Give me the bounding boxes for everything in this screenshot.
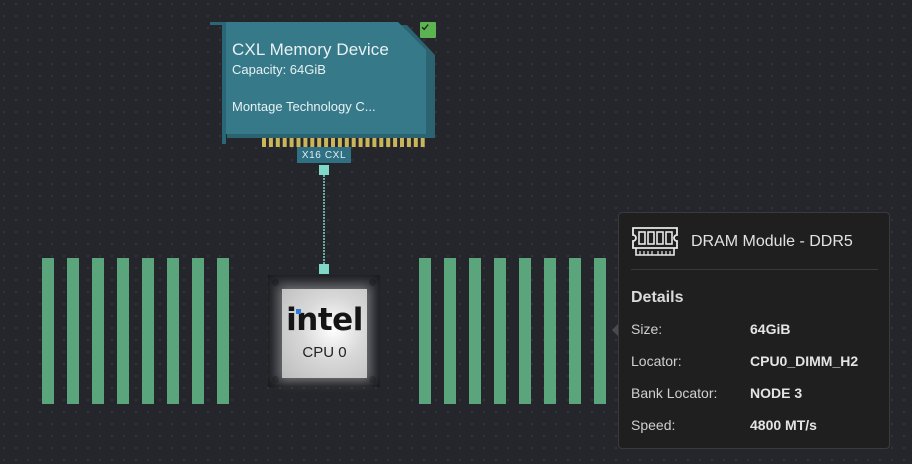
- connector-pin: [372, 138, 377, 147]
- cpu-port[interactable]: [319, 264, 329, 274]
- check-icon: [421, 24, 429, 31]
- connector-pin: [337, 138, 342, 147]
- dimm-slot-right-7[interactable]: [569, 258, 581, 404]
- card-edge-connector: [262, 138, 425, 147]
- connector-pin: [303, 138, 308, 147]
- connector-pin: [413, 138, 418, 147]
- connector-pin: [268, 138, 273, 147]
- dimm-slot-left-4[interactable]: [117, 258, 129, 404]
- connector-pin: [275, 138, 280, 147]
- dimm-slot-left-7[interactable]: [192, 258, 204, 404]
- screw-icon: [272, 376, 279, 383]
- dimm-slot-right-6[interactable]: [544, 258, 556, 404]
- connector-pin: [393, 138, 398, 147]
- dimm-slot-left-1[interactable]: [42, 258, 54, 404]
- connector-pin: [406, 138, 411, 147]
- connector-pin: [282, 138, 287, 147]
- ram-module-icon: [632, 227, 678, 256]
- connector-pin: [400, 138, 404, 147]
- cpu-brand-logo: intel: [286, 302, 363, 338]
- screw-icon: [272, 279, 279, 286]
- connector-pin: [324, 138, 329, 147]
- connector-pin: [386, 138, 391, 147]
- dimm-slot-left-2[interactable]: [67, 258, 79, 404]
- dimm-slot-left-3[interactable]: [92, 258, 104, 404]
- connection-line: [323, 175, 325, 264]
- device-capacity: Capacity: 64GiB: [232, 62, 326, 77]
- connector-pin: [365, 138, 370, 147]
- divider: [631, 269, 878, 270]
- interface-label: X16 CXL: [297, 147, 351, 163]
- detail-value: NODE 3: [750, 385, 803, 401]
- dimm-slot-left-8[interactable]: [217, 258, 229, 404]
- detail-value: CPU0_DIMM_H2: [750, 353, 859, 369]
- detail-key: Speed:: [631, 417, 676, 433]
- cpu-name: CPU 0: [302, 344, 347, 361]
- screw-icon: [369, 376, 376, 383]
- connector-pin: [351, 138, 356, 147]
- connector-pin: [344, 138, 349, 147]
- detail-key: Locator:: [631, 353, 682, 369]
- dimm-slot-right-3[interactable]: [469, 258, 481, 404]
- pcie-card-graphic: [210, 22, 435, 147]
- dimm-slot-right-8[interactable]: [594, 258, 606, 404]
- status-badge: [420, 22, 436, 38]
- connector-pin: [358, 138, 363, 147]
- cpu-node[interactable]: intel CPU 0: [268, 275, 380, 387]
- connector-pin: [296, 138, 301, 147]
- detail-key: Size:: [631, 321, 663, 337]
- connector-pin: [289, 138, 294, 147]
- cxl-memory-device-card[interactable]: CXL Memory Device Capacity: 64GiB Montag…: [205, 15, 445, 185]
- dimm-slot-right-5[interactable]: [519, 258, 531, 404]
- tooltip-title: DRAM Module - DDR5: [691, 233, 853, 250]
- brand-dot-icon: [296, 309, 301, 314]
- connector-pin: [420, 138, 425, 147]
- connector-pin: [317, 138, 322, 147]
- cxl-port[interactable]: [319, 165, 329, 175]
- dimm-slot-right-2[interactable]: [444, 258, 456, 404]
- detail-value: 64GiB: [750, 321, 791, 337]
- dimm-slot-left-6[interactable]: [167, 258, 179, 404]
- detail-value: 4800 MT/s: [750, 417, 817, 433]
- device-title: CXL Memory Device: [232, 40, 389, 59]
- dram-module-tooltip: DRAM Module - DDR5 Details Size: 64GiB L…: [618, 212, 890, 449]
- dimm-slot-left-5[interactable]: [142, 258, 154, 404]
- connector-pin: [379, 138, 384, 147]
- device-vendor: Montage Technology C...: [232, 99, 376, 114]
- connector-pin: [262, 138, 266, 147]
- screw-icon: [369, 279, 376, 286]
- dimm-slot-right-4[interactable]: [494, 258, 506, 404]
- dimm-slot-right-1[interactable]: [419, 258, 431, 404]
- connector-pin: [310, 138, 315, 147]
- details-heading: Details: [631, 289, 684, 306]
- cpu-chip: intel CPU 0: [282, 289, 367, 378]
- detail-key: Bank Locator:: [631, 385, 718, 401]
- connector-pin: [331, 138, 335, 147]
- tooltip-arrow: [612, 324, 618, 336]
